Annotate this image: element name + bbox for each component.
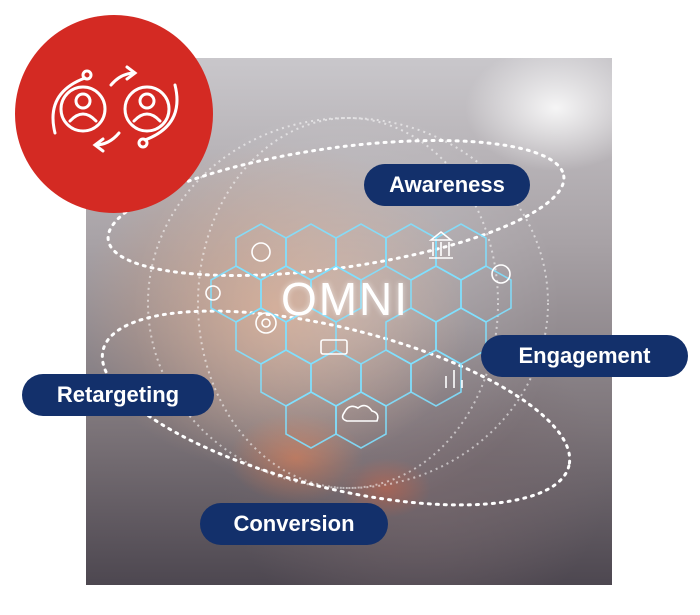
hex-globe-graphic: [100, 108, 572, 508]
center-label: OMNI: [280, 273, 410, 325]
chart-icon: [445, 370, 463, 388]
awareness-pill[interactable]: Awareness: [364, 164, 530, 206]
engagement-pill[interactable]: Engagement: [481, 335, 688, 377]
retargeting-pill[interactable]: Retargeting: [22, 374, 214, 416]
seo-icon: [320, 339, 348, 355]
bank-icon: [428, 230, 454, 259]
conversion-pill[interactable]: Conversion: [200, 503, 388, 545]
settings-icon: [491, 264, 511, 284]
cloud-icon: [341, 404, 379, 422]
target-icon: [255, 312, 277, 334]
users-cycle-icon: [51, 65, 179, 153]
lightbulb-icon: [205, 285, 221, 301]
omnichannel-badge: [15, 15, 213, 213]
background-photo: [86, 58, 612, 585]
bitcoin-icon: [251, 242, 271, 262]
